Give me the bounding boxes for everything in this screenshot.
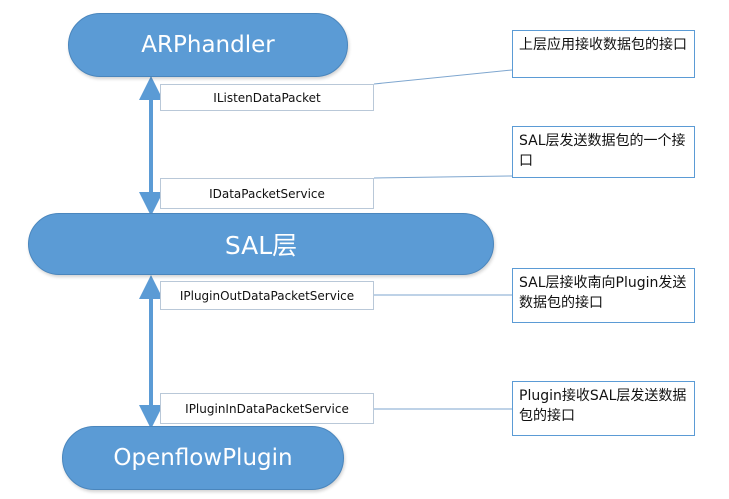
note-listen-data-packet: 上层应用接收数据包的接口 <box>512 30 695 78</box>
note-data-packet-service: SAL层发送数据包的一个接口 <box>512 126 695 178</box>
interface-plugin-in-data-packet-service: IPluginInDataPacketService <box>160 393 374 424</box>
note-plugin-in-data-packet-service: Plugin接收SAL层发送数据包的接口 <box>512 381 695 436</box>
interface-plugin-out-data-packet-service: IPluginOutDataPacketService <box>160 281 374 310</box>
arphandler-node: ARPhandler <box>68 13 348 77</box>
connector-listen <box>373 69 513 85</box>
interface-data-packet-service: IDataPacketService <box>160 178 374 209</box>
connector-dps <box>373 175 513 179</box>
interface-listen-data-packet: IListenDataPacket <box>160 84 374 111</box>
openflow-plugin-node: OpenflowPlugin <box>62 426 344 490</box>
sal-layer-node: SAL层 <box>28 213 494 275</box>
note-plugin-out-data-packet-service: SAL层接收南向Plugin发送数据包的接口 <box>512 268 695 323</box>
